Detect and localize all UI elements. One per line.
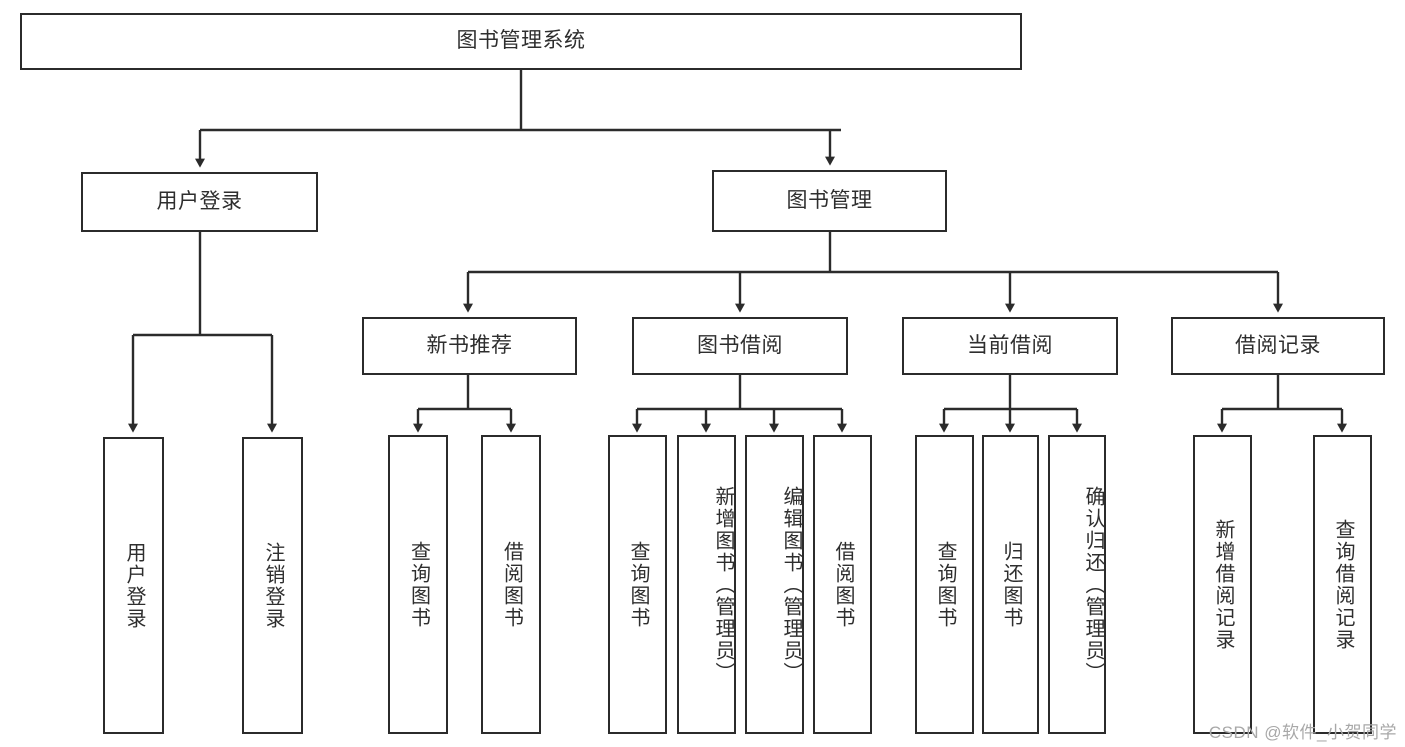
- node-current-borrow[interactable]: 当前借阅: [902, 317, 1118, 375]
- node-borrow-record[interactable]: 借阅记录: [1171, 317, 1385, 375]
- leaf-borrow-record-query[interactable]: 查询借阅记录: [1313, 435, 1372, 734]
- leaf-user-login-signout[interactable]: 注销登录: [242, 437, 303, 734]
- leaf-current-borrow-confirm-return[interactable]: 确认归还（管理员）: [1048, 435, 1106, 734]
- leaf-user-login-signin[interactable]: 用户登录: [103, 437, 164, 734]
- leaf-book-borrow-query[interactable]: 查询图书: [608, 435, 667, 734]
- node-book-borrow[interactable]: 图书借阅: [632, 317, 848, 375]
- leaf-new-book-borrow[interactable]: 借阅图书: [481, 435, 541, 734]
- leaf-current-borrow-query[interactable]: 查询图书: [915, 435, 974, 734]
- leaf-book-borrow-edit[interactable]: 编辑图书（管理员）: [745, 435, 804, 734]
- leaf-book-borrow-lend[interactable]: 借阅图书: [813, 435, 872, 734]
- node-new-book-recommend[interactable]: 新书推荐: [362, 317, 577, 375]
- leaf-borrow-record-add[interactable]: 新增借阅记录: [1193, 435, 1252, 734]
- node-book-management[interactable]: 图书管理: [712, 170, 947, 232]
- node-user-login[interactable]: 用户登录: [81, 172, 318, 232]
- node-root[interactable]: 图书管理系统: [20, 13, 1022, 70]
- leaf-new-book-query[interactable]: 查询图书: [388, 435, 448, 734]
- leaf-current-borrow-return[interactable]: 归还图书: [982, 435, 1039, 734]
- watermark: CSDN @软件_小贺同学: [1208, 723, 1397, 742]
- leaf-book-borrow-add[interactable]: 新增图书（管理员）: [677, 435, 736, 734]
